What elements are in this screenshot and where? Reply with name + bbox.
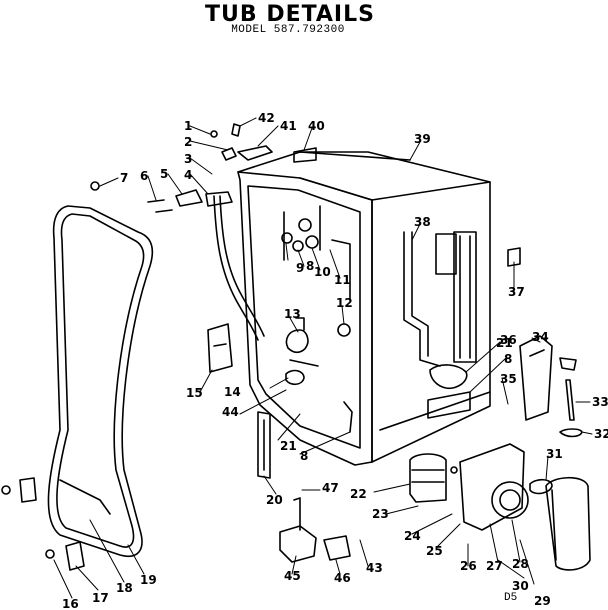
callout-1: 1 (184, 119, 192, 133)
callout-15: 15 (186, 386, 203, 400)
callout-12: 12 (336, 296, 353, 310)
top-brackets (90, 123, 317, 213)
callout-35: 35 (500, 372, 517, 386)
callout-16: 16 (62, 597, 79, 610)
callout-3: 3 (184, 152, 192, 166)
callout-5: 5 (160, 167, 168, 181)
callout-24: 24 (404, 529, 421, 543)
callout-14: 14 (224, 385, 241, 399)
callout-33: 33 (592, 395, 608, 409)
callout-42: 42 (258, 111, 275, 125)
callout-8: 8 (504, 352, 512, 366)
panel-34 (519, 335, 553, 421)
callout-19: 19 (140, 573, 157, 587)
callout-32: 32 (594, 427, 608, 441)
diagram-code: D5 (504, 592, 518, 604)
callout-11: 11 (334, 273, 351, 287)
rod-33 (565, 379, 575, 421)
motor-assembly (409, 443, 529, 531)
callout-25: 25 (426, 544, 443, 558)
callout-38: 38 (414, 215, 431, 229)
diagram-title: TUB DETAILS (205, 2, 375, 27)
callout-46: 46 (334, 571, 351, 585)
callout-6: 6 (140, 169, 148, 183)
door-gasket (47, 205, 154, 557)
callout-27: 27 (486, 559, 503, 573)
callout-37: 37 (508, 285, 525, 299)
spray-manifold (403, 231, 477, 367)
callout-31: 31 (546, 447, 563, 461)
callout-10: 10 (314, 265, 331, 279)
callout-29: 29 (534, 594, 551, 608)
callout-41: 41 (280, 119, 297, 133)
callout-39: 39 (414, 132, 431, 146)
fill-hose (213, 195, 265, 341)
callout-2: 2 (184, 135, 192, 149)
callout-20: 20 (266, 493, 283, 507)
callout-40: 40 (308, 119, 325, 133)
callout-44: 44 (222, 405, 239, 419)
bracket-15 (207, 323, 233, 373)
callout-4: 4 (184, 168, 192, 182)
callout-30: 30 (512, 579, 529, 593)
callout-28: 28 (512, 557, 529, 571)
callout-13: 13 (284, 307, 301, 321)
lower-left-parts (1, 477, 111, 571)
callout-22: 22 (350, 487, 367, 501)
model-number: MODEL 587.792300 (231, 24, 345, 36)
inner-fittings (281, 205, 471, 433)
callout-34: 34 (532, 330, 549, 344)
callout-21: 21 (280, 439, 297, 453)
cover-30 (529, 476, 591, 571)
callout-36: 36 (500, 333, 517, 347)
callout-8: 8 (300, 449, 308, 463)
callout-18: 18 (116, 581, 133, 595)
callout-26: 26 (460, 559, 477, 573)
callout-9: 9 (296, 261, 304, 275)
bracket-20 (257, 411, 271, 479)
callout-23: 23 (372, 507, 389, 521)
bracket-45 (279, 497, 351, 563)
callout-17: 17 (92, 591, 109, 605)
callout-47: 47 (322, 481, 339, 495)
callout-7: 7 (120, 171, 128, 185)
callout-43: 43 (366, 561, 383, 575)
callout-45: 45 (284, 569, 301, 583)
tub-body (237, 151, 491, 463)
leader-lines (53, 117, 593, 599)
callout-8: 8 (306, 259, 314, 273)
callout-21: 21 (496, 336, 513, 350)
